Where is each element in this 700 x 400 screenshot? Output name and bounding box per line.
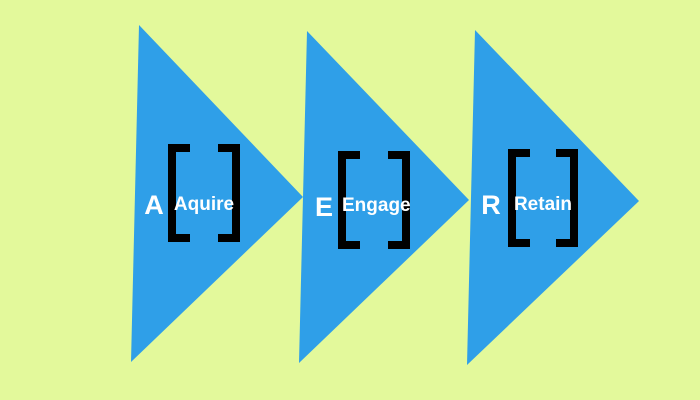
left-bracket-icon: [168, 144, 190, 242]
left-bracket-icon: [508, 149, 530, 247]
stage-initial-a: A: [144, 190, 164, 220]
right-bracket-icon: [556, 149, 578, 247]
bracket-pair-retain: [508, 149, 578, 247]
arrow-triangle-retain: [467, 30, 639, 365]
stage-label-engage: Engage: [342, 195, 411, 216]
stage-label-acquire: Aquire: [173, 194, 235, 215]
arrow-triangle-engage: [299, 31, 469, 363]
right-bracket-icon: [218, 144, 240, 242]
right-bracket-icon: [388, 151, 410, 249]
bracket-pair-engage: [338, 151, 410, 249]
left-bracket-icon: [338, 151, 360, 249]
stage-initial-e: E: [314, 192, 333, 222]
bracket-pair-acquire: [168, 144, 240, 242]
stage-label-retain: Retain: [513, 194, 573, 215]
arrow-triangle-acquire: [131, 25, 303, 362]
stage-initial-r: R: [481, 190, 501, 220]
